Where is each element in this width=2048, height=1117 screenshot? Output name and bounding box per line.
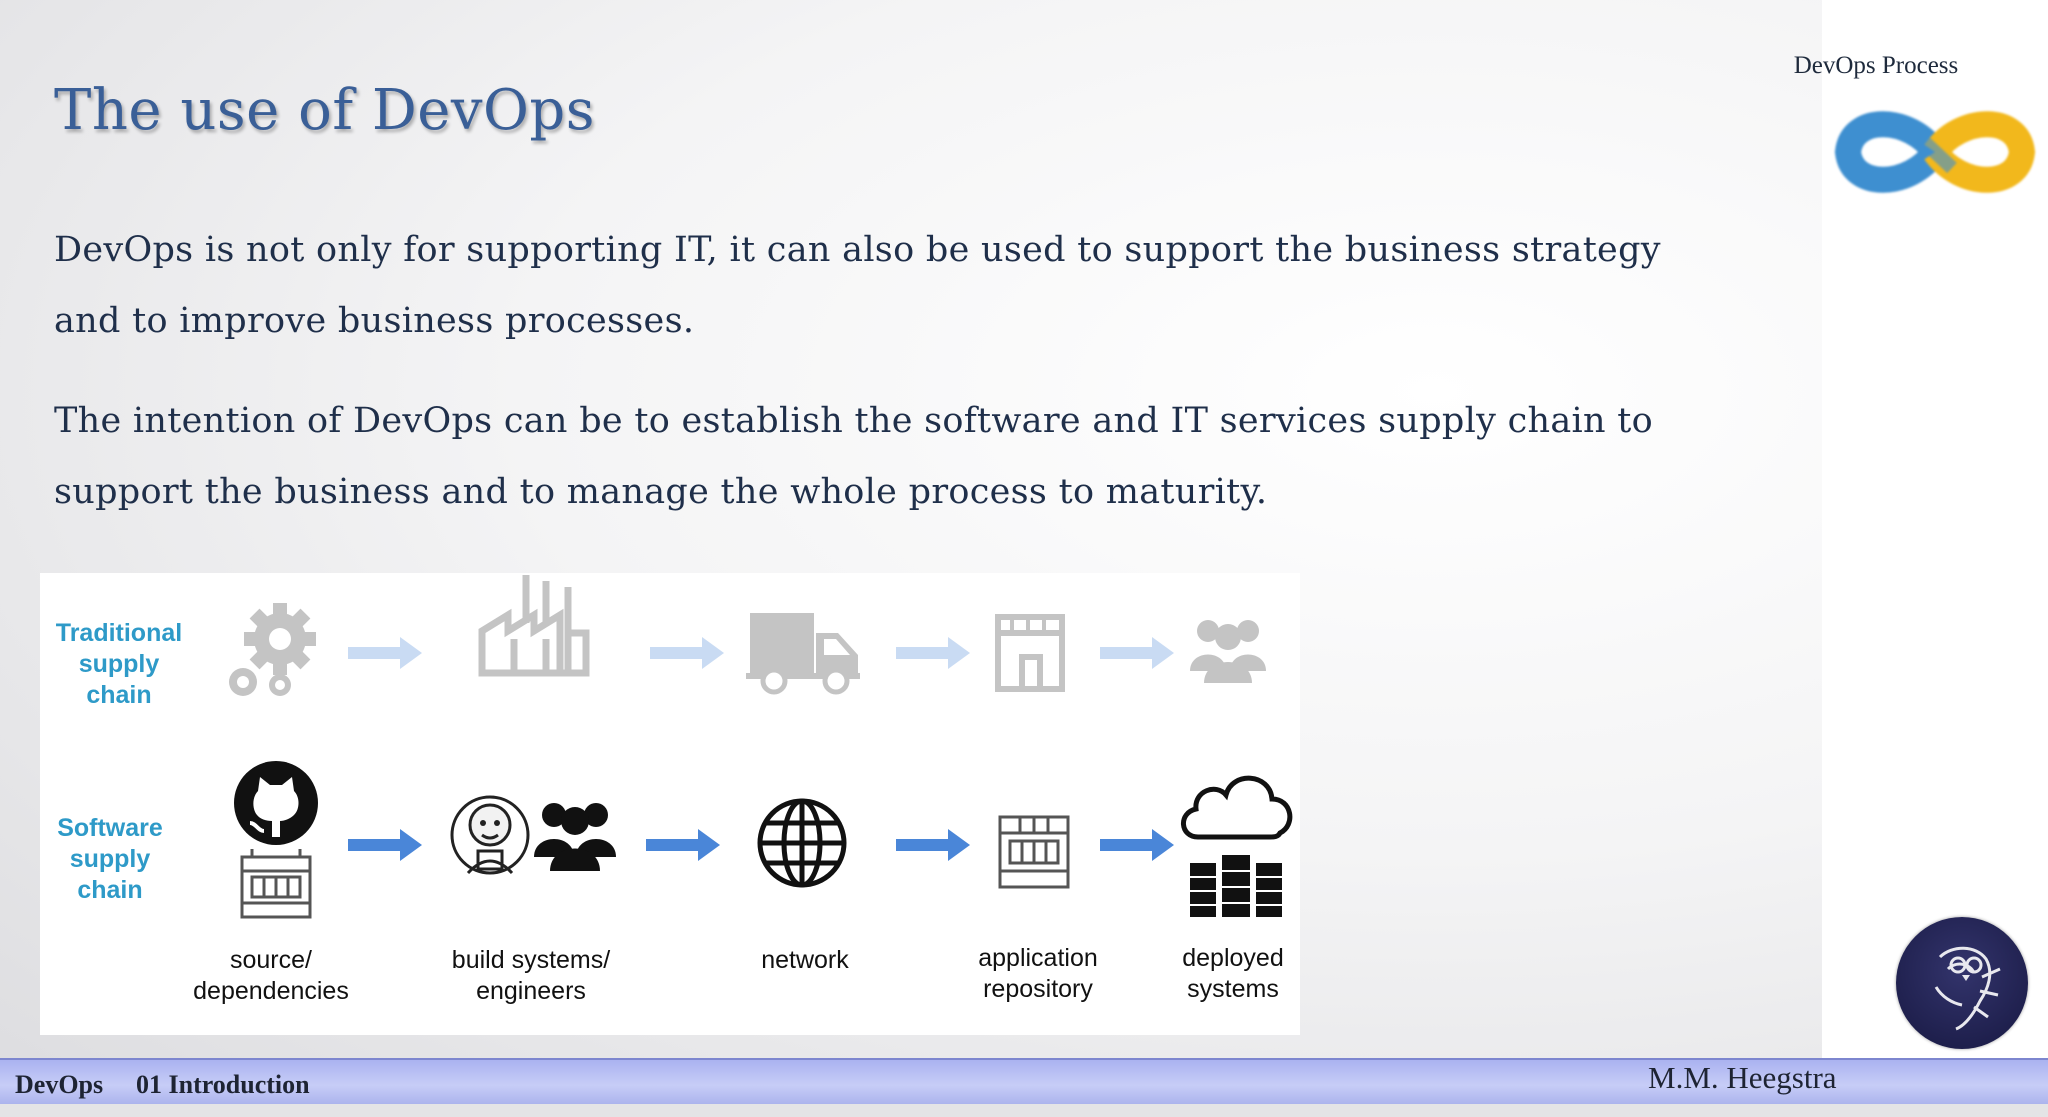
footer-bottom-strip: [0, 1104, 2048, 1117]
people-icon: [1190, 620, 1266, 683]
arrow-faded-2-icon: [650, 637, 724, 669]
arrow-faded-3-icon: [896, 637, 970, 669]
footer-course: DevOps: [15, 1070, 104, 1099]
owl-emblem-graphic: [1934, 946, 2001, 1031]
owl-emblem-icon: [1896, 917, 2028, 1049]
caption-application-repository: application repository: [978, 944, 1098, 1003]
footer-author: M.M. Heegstra: [1648, 1060, 1837, 1095]
logo-label: DevOps Process: [1793, 52, 1959, 79]
caption-source: source/ dependencies: [193, 946, 349, 1005]
arrow-1-icon: [348, 829, 422, 861]
factory-icon: [478, 575, 590, 677]
arrow-2-icon: [646, 829, 720, 861]
row-label-software: Software supply chain: [57, 814, 163, 904]
footer-bar: [0, 1058, 2048, 1106]
arrow-faded-4-icon: [1100, 637, 1174, 669]
caption-build-systems: build systems/ engineers: [451, 946, 611, 1005]
slide-title: The use of DevOps: [54, 78, 596, 143]
arrow-3-icon: [896, 829, 970, 861]
github-crate-icon: [234, 761, 318, 919]
gears-icon: [229, 603, 316, 696]
caption-deployed-systems: deployed systems: [1182, 944, 1284, 1003]
paragraph-supply-chain: The intention of DevOps can be to establ…: [54, 401, 1654, 512]
devops-infinity-logo-icon: [1834, 111, 2036, 193]
crate-icon: [998, 815, 1070, 889]
supply-chain-diagram: Traditional supply chain Software supply…: [40, 573, 1300, 1035]
caption-network: network: [761, 946, 849, 974]
arrow-4-icon: [1100, 829, 1174, 861]
globe-icon: [757, 798, 847, 888]
store-icon: [995, 614, 1065, 692]
jenkins-team-icon: [450, 795, 616, 875]
truck-icon: [746, 613, 860, 695]
footer-chapter: 01 Introduction: [136, 1070, 310, 1099]
arrow-faded-1-icon: [348, 637, 422, 669]
paragraph-business-strategy: DevOps is not only for supporting IT, it…: [54, 230, 1661, 341]
cloud-servers-icon: [1181, 775, 1293, 917]
row-label-traditional: Traditional supply chain: [55, 619, 183, 709]
